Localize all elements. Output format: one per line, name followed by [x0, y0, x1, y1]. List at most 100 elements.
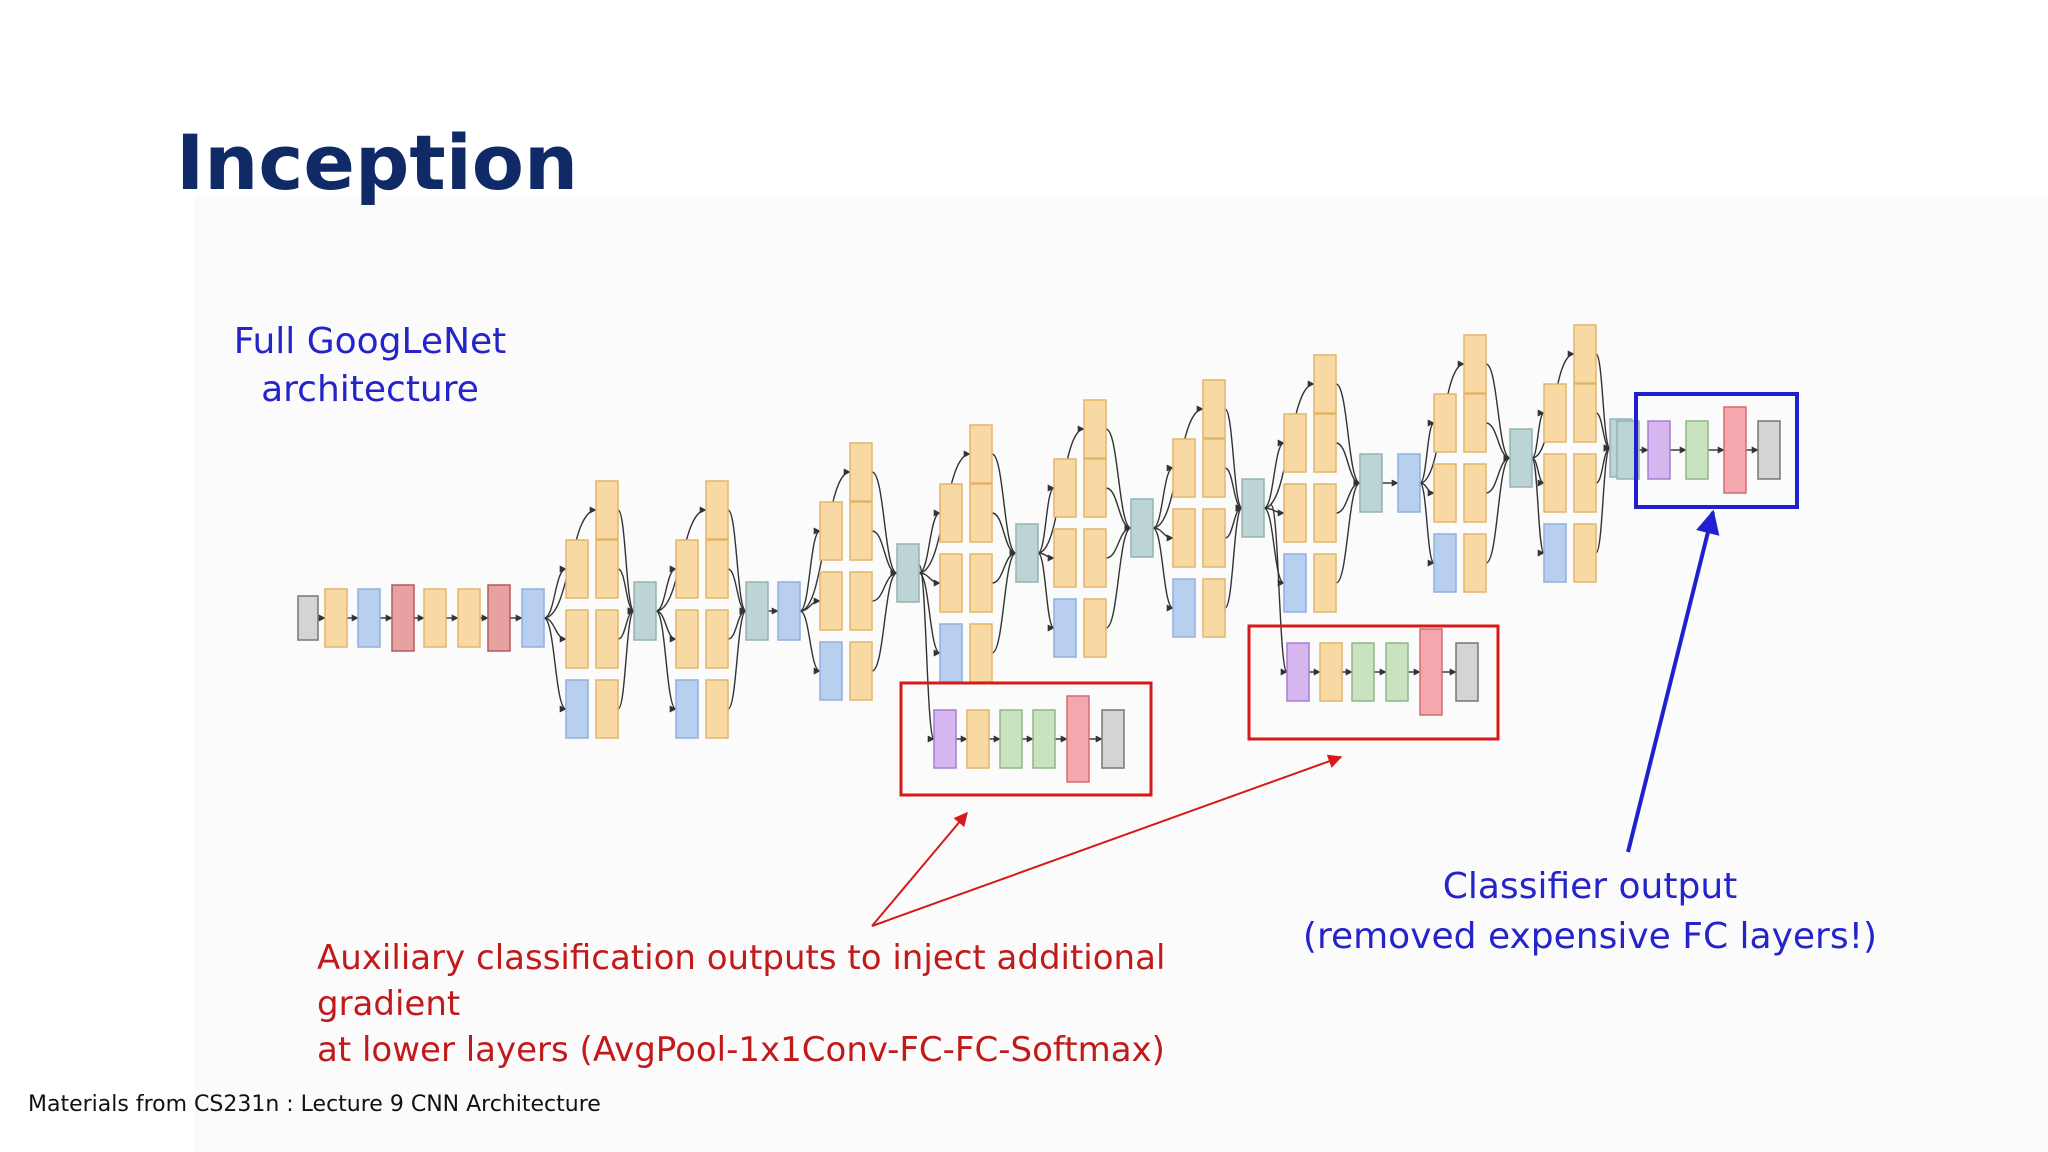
conv-layer-8: [595, 480, 619, 540]
pool-layer-65: [1397, 453, 1421, 513]
conv-layer-37: [969, 553, 993, 613]
io-layer-93: [1455, 642, 1479, 702]
classifier-arrow: [1626, 509, 1720, 853]
connection-edge: [617, 607, 635, 710]
conv-layer-45: [1083, 528, 1107, 588]
pool-layer-2: [357, 588, 381, 648]
pool-layer-46: [1053, 598, 1077, 658]
diagram-title-line-2: architecture: [261, 369, 479, 410]
concat-layer-23: [745, 581, 769, 641]
connection-edge: [1263, 507, 1285, 517]
fc-layer-85: [1032, 709, 1056, 769]
avgpool-layer-95: [1647, 420, 1671, 480]
connection-edge: [1224, 408, 1243, 512]
pool-layer-30: [819, 641, 843, 701]
slide-title: Inception: [176, 118, 579, 207]
connection-edge: [1152, 527, 1174, 542]
softmax-act-layer-97: [1723, 406, 1747, 494]
connection-edge: [1105, 524, 1132, 629]
conv-layer-5: [457, 588, 481, 648]
connection-edge: [1419, 482, 1435, 567]
connection-edge: [655, 610, 677, 713]
pool-layer-62: [1283, 553, 1307, 613]
avgpool-layer-82: [933, 709, 957, 769]
conv-layer-12: [595, 609, 619, 669]
aux-classifier-1-highlight: [899, 681, 1153, 797]
pool-layer-7: [521, 588, 545, 648]
conv-layer-55: [1202, 578, 1226, 638]
connection-edge: [543, 565, 567, 619]
conv-layer-33: [969, 424, 993, 484]
conv-layer-68: [1463, 393, 1487, 453]
pool-layer-24: [777, 581, 801, 641]
conv-layer-28: [819, 571, 843, 631]
conv-layer-63: [1313, 553, 1337, 613]
connection-edge: [799, 527, 821, 612]
connection-edge: [543, 617, 567, 643]
softmax-act-layer-92: [1419, 628, 1443, 716]
figure-panel: [194, 195, 2048, 1152]
conv-layer-52: [1172, 508, 1196, 568]
conv-layer-74: [1573, 324, 1597, 384]
fc-layer-91: [1385, 642, 1409, 702]
connection-edge: [1224, 504, 1243, 609]
conv-layer-77: [1543, 453, 1567, 513]
connection-edge: [871, 569, 898, 672]
connection-edge: [1152, 464, 1174, 529]
aux-caption-line-1: Auxiliary classification outputs to inje…: [317, 938, 1166, 1024]
aux-caption-line-2: at lower layers (AvgPool-1x1Conv-FC-FC-S…: [317, 1030, 1165, 1070]
conv-layer-49: [1202, 379, 1226, 439]
connection-edge: [1263, 439, 1285, 509]
conv-layer-18: [705, 539, 729, 599]
classifier-caption-line-2: (removed expensive FC layers!): [1302, 916, 1878, 957]
connection-edge: [1105, 428, 1132, 532]
io-layer-87: [1101, 709, 1125, 769]
fc-layer-90: [1351, 642, 1375, 702]
concat-layer-64: [1359, 453, 1383, 513]
io-layer-98: [1757, 420, 1781, 480]
conv-layer-42: [1053, 458, 1077, 518]
conv-layer-34: [939, 483, 963, 543]
conv-layer-4: [423, 588, 447, 648]
conv-layer-31: [849, 641, 873, 701]
connection-edge: [1419, 419, 1435, 484]
pool-layer-79: [1543, 523, 1567, 583]
conv-layer-19: [675, 609, 699, 669]
connection-edge: [1152, 527, 1174, 612]
conv-layer-25: [849, 442, 873, 502]
connection-edge: [727, 607, 747, 710]
connection-edge: [1531, 457, 1545, 557]
conv-layer-70: [1463, 463, 1487, 523]
connection-edge: [1270, 504, 1288, 676]
conv-layer-75: [1543, 383, 1567, 443]
connection-edge: [1037, 552, 1055, 632]
concat-layer-15: [633, 581, 657, 641]
conv-layer-89: [1319, 642, 1343, 702]
norm-layer-3: [391, 584, 415, 652]
conv-layer-17: [675, 539, 699, 599]
conv-layer-11: [565, 609, 589, 669]
connection-edge: [1037, 484, 1055, 554]
conv-layer-61: [1313, 483, 1337, 543]
connection-edge: [1419, 482, 1435, 497]
conv-layer-41: [1083, 399, 1107, 459]
conv-layer-58: [1283, 413, 1307, 473]
connection-edge: [918, 564, 935, 743]
concat-layer-94: [1616, 420, 1640, 480]
fc-layer-84: [999, 709, 1023, 769]
connection-edge: [1335, 442, 1361, 487]
connection-edge: [871, 471, 898, 577]
connection-edge: [1485, 454, 1511, 564]
conv-layer-78: [1573, 453, 1597, 513]
aux-arrow-2: [871, 754, 1343, 927]
conv-layer-80: [1573, 523, 1597, 583]
conv-layer-47: [1083, 598, 1107, 658]
aux-caption: Auxiliary classification outputs to inje…: [317, 935, 1317, 1073]
connection-edge: [991, 549, 1017, 654]
connection-edge: [655, 565, 677, 612]
annotation-arrows: [871, 509, 1720, 927]
conv-layer-43: [1083, 458, 1107, 518]
pool-layer-71: [1433, 533, 1457, 593]
norm-layer-6: [487, 584, 511, 652]
